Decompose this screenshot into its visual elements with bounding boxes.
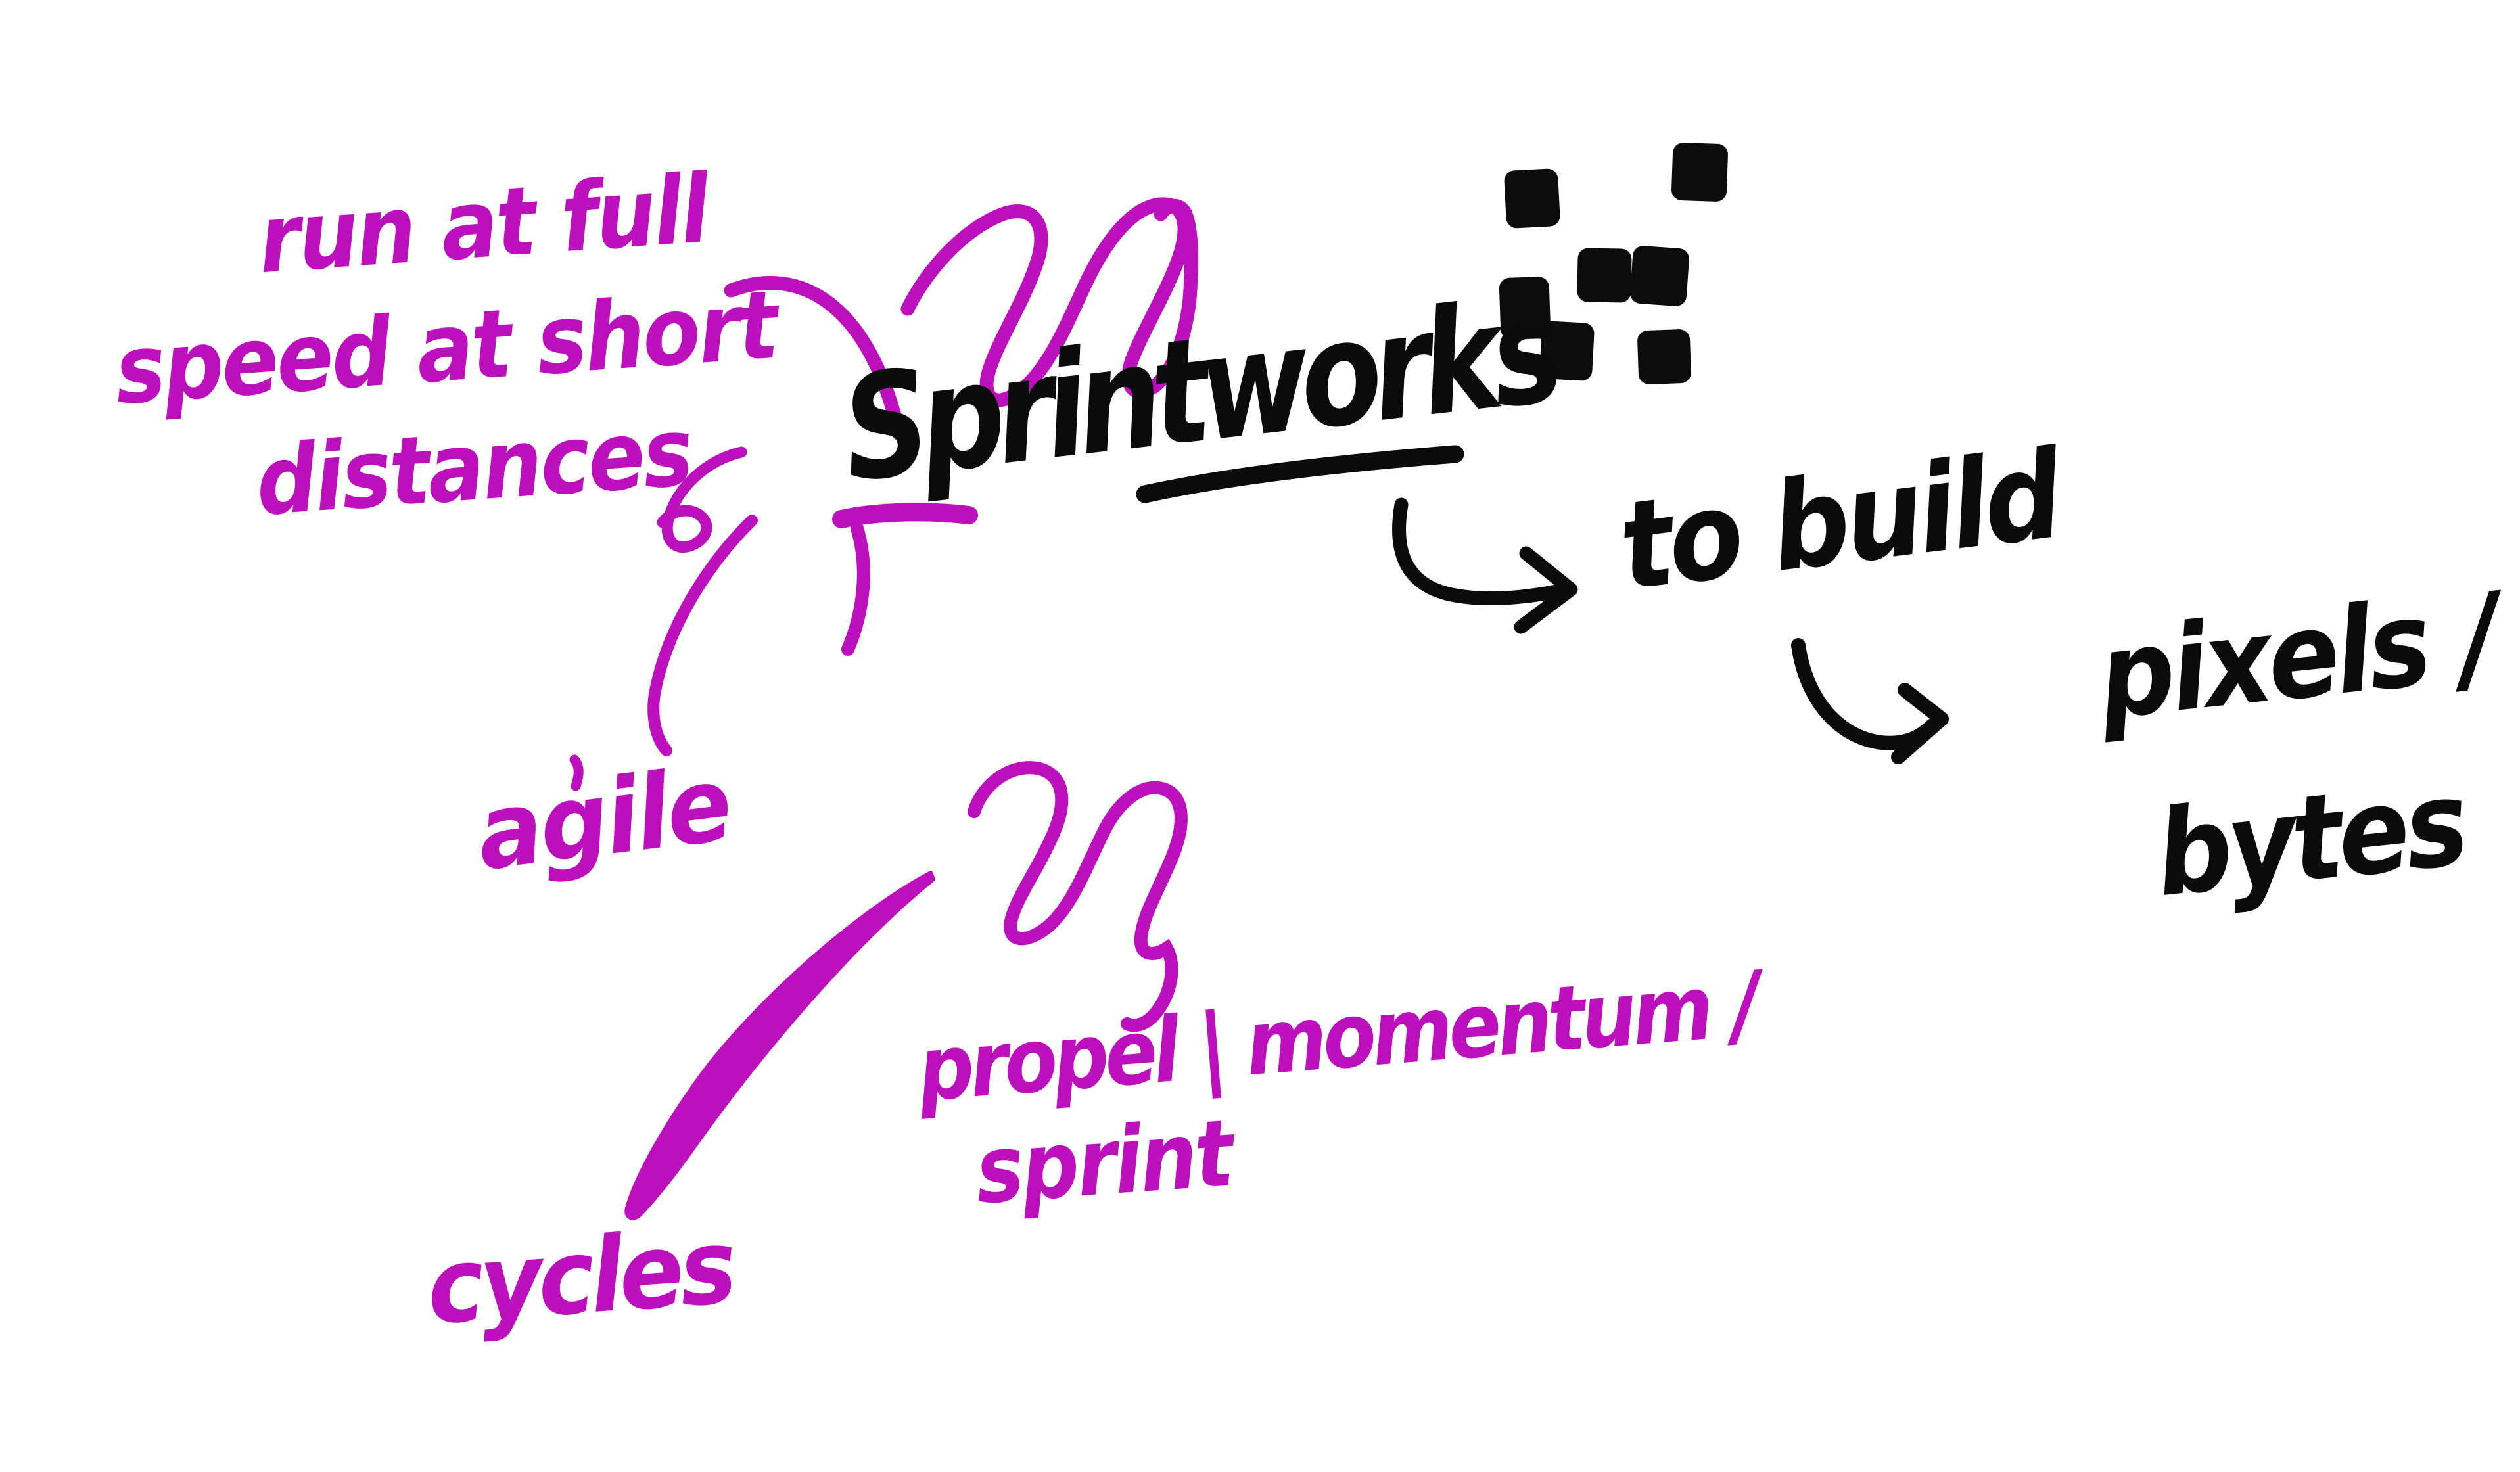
agile-accent-tick — [569, 754, 584, 791]
loop-doodle-top-icon — [900, 197, 1198, 407]
arrow-to-build-head-icon — [1514, 546, 1578, 634]
note-bytes-text: bytes — [2149, 754, 2471, 923]
pixel-square — [1637, 329, 1691, 384]
loop-doodle-mid-icon — [968, 761, 1188, 1032]
pixel-square — [1504, 168, 1560, 229]
pixel-cluster-icon — [1499, 143, 1728, 384]
curl-doodle-icon — [657, 446, 747, 553]
arrow-to-build-line — [1392, 497, 1570, 606]
pixel-square — [1577, 248, 1632, 303]
note-keywords-line-2: sprint — [972, 1099, 1235, 1225]
branch-line-speed — [724, 275, 906, 441]
note-cycles-text: cycles — [423, 1207, 737, 1348]
pixel-square — [1630, 246, 1689, 306]
title-stem-line — [841, 522, 870, 656]
title-underline-black — [1136, 445, 1464, 503]
note-agile-text: agile — [471, 744, 737, 894]
branch-line-cycles — [624, 871, 935, 1220]
pixel-square — [1671, 143, 1728, 202]
title-underline-magenta — [832, 503, 978, 528]
note-speed-text: run at full speed at short distances — [92, 144, 799, 553]
pixel-square — [1539, 321, 1595, 381]
pixel-square — [1499, 277, 1551, 340]
branch-line-agile — [647, 515, 758, 756]
arrow-to-pixels-head-icon — [1891, 683, 1949, 764]
